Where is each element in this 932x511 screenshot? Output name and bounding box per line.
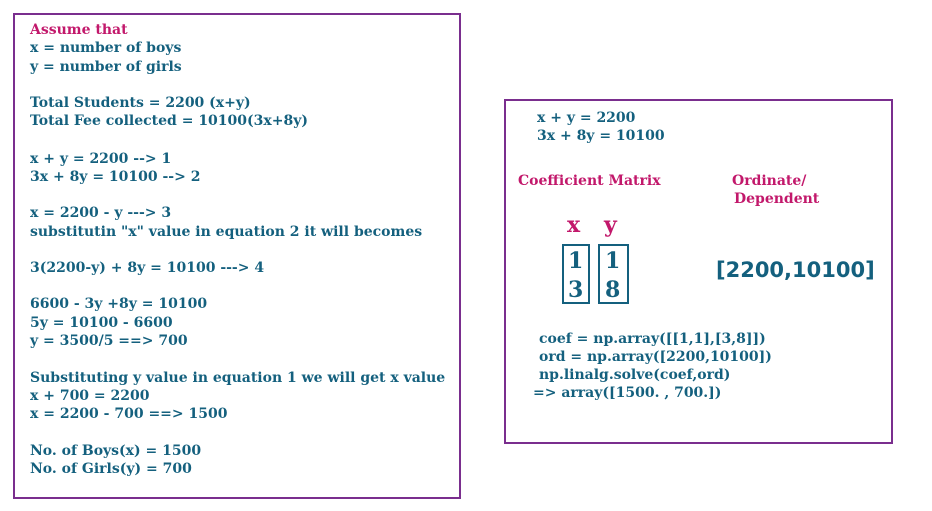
- solution-line: 3x + 8y = 10100 --> 2: [30, 169, 201, 185]
- solution-line: No. of Boys(x) = 1500: [30, 443, 202, 459]
- solution-line: substitutin "x" value in equation 2 it w…: [30, 224, 423, 240]
- matrix-cell: 1: [605, 248, 621, 274]
- solution-line: x = number of boys: [30, 40, 182, 56]
- assume-heading: Assume that: [30, 22, 128, 38]
- matrix-cell: 1: [568, 248, 584, 274]
- matrix-column-x: [562, 244, 590, 304]
- solution-line: x + 700 = 2200: [30, 388, 150, 404]
- solution-line: 5y = 10100 - 6600: [30, 315, 173, 331]
- solution-line: Total Fee collected = 10100(3x+8y): [30, 113, 308, 129]
- code-line: => array([1500. , 700.]): [533, 385, 722, 401]
- ordinate-label: Ordinate/: [732, 173, 807, 189]
- matrix-x-header: x: [567, 212, 581, 238]
- solution-line: 6600 - 3y +8y = 10100: [30, 296, 208, 312]
- matrix-cell: 8: [605, 277, 621, 303]
- code-line: ord = np.array([2200,10100]): [539, 349, 772, 365]
- dependent-label: Dependent: [734, 191, 820, 207]
- solution-line: x + y = 2200 --> 1: [30, 151, 172, 167]
- solution-line: Substituting y value in equation 1 we wi…: [30, 370, 446, 386]
- solution-line: x = 2200 - 700 ==> 1500: [30, 406, 228, 422]
- code-line: np.linalg.solve(coef,ord): [539, 367, 731, 383]
- code-line: coef = np.array([[1,1],[3,8]]): [539, 331, 766, 347]
- matrix-column-y: [598, 244, 629, 304]
- left-solution-panel: [13, 13, 461, 499]
- matrix-y-header: y: [604, 212, 617, 238]
- solution-line: 3(2200-y) + 8y = 10100 ---> 4: [30, 260, 265, 276]
- solution-line: y = number of girls: [30, 59, 182, 75]
- solution-line: x = 2200 - y ---> 3: [30, 205, 172, 221]
- equation-2: 3x + 8y = 10100: [537, 128, 665, 144]
- solution-line: y = 3500/5 ==> 700: [30, 333, 188, 349]
- right-matrix-panel: [504, 99, 893, 444]
- solution-line: No. of Girls(y) = 700: [30, 461, 192, 477]
- ordinate-vector: [2200,10100]: [716, 258, 875, 282]
- equation-1: x + y = 2200: [537, 110, 636, 126]
- solution-line: Total Students = 2200 (x+y): [30, 95, 251, 111]
- matrix-cell: 3: [568, 277, 584, 303]
- coefficient-matrix-label: Coefficient Matrix: [518, 173, 661, 189]
